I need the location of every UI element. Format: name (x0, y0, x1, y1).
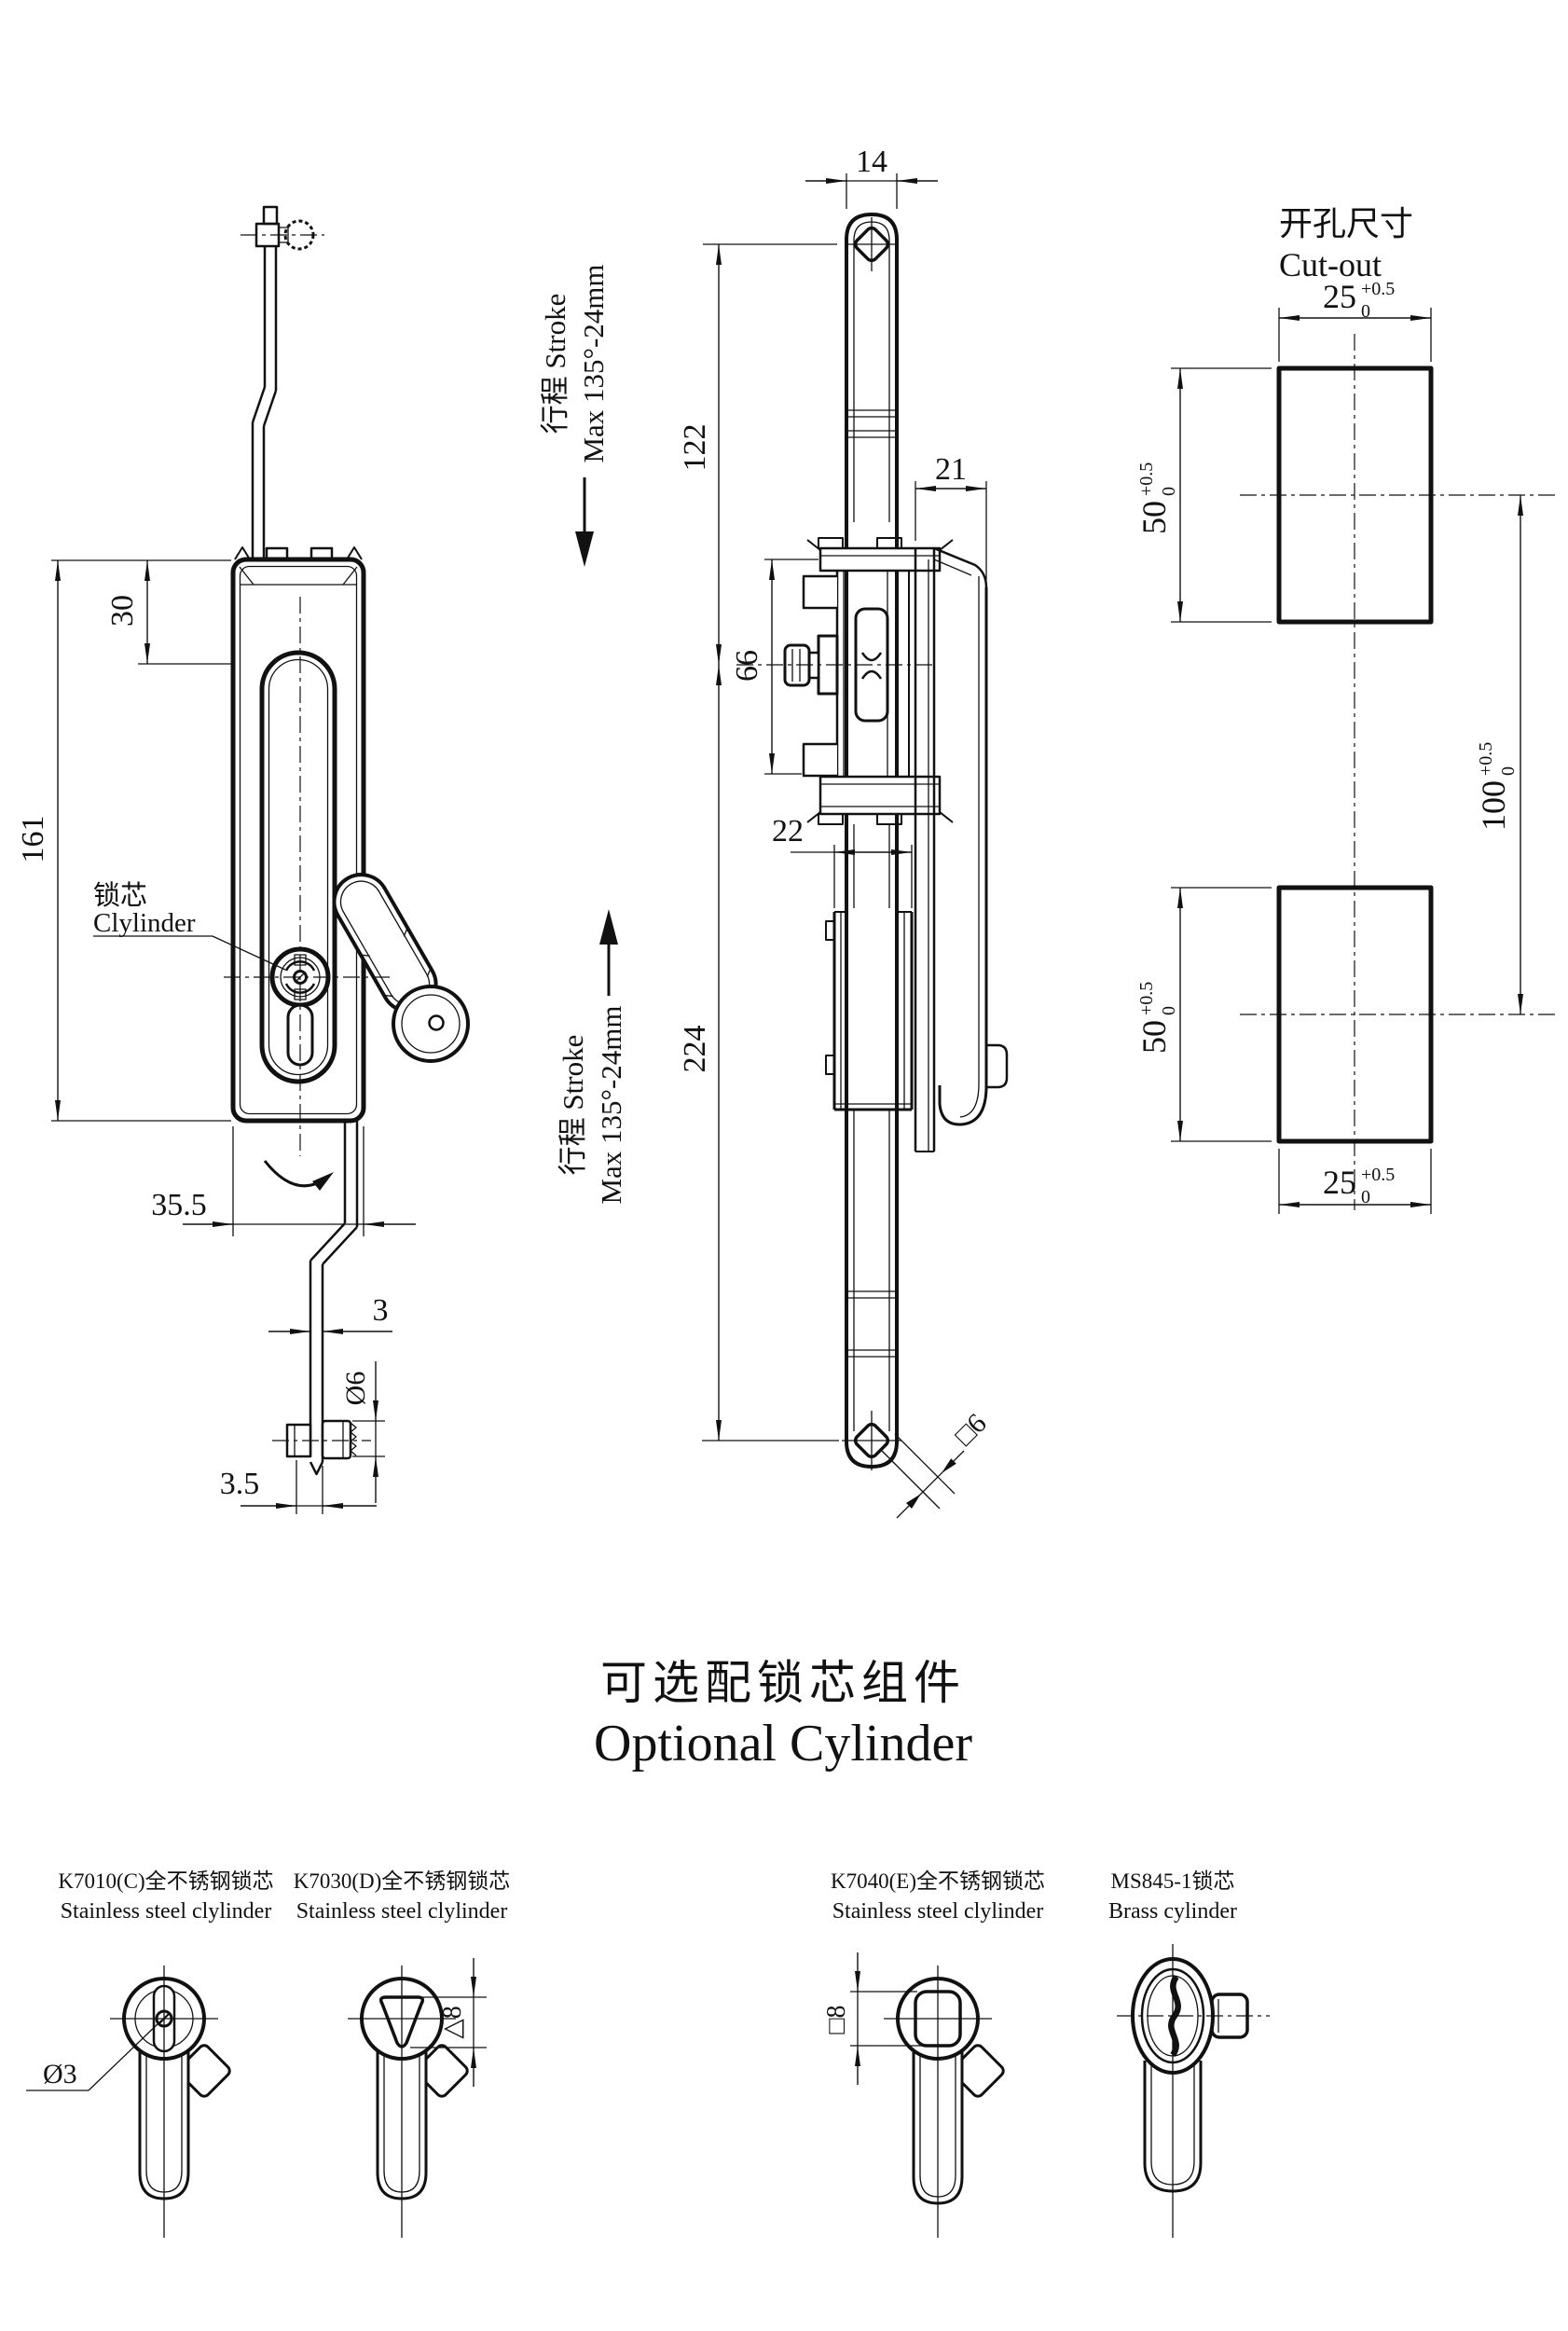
dim-cutout-height-bottom-lower: 0 (1159, 1006, 1179, 1015)
cylinder-k7010: Ø3 (26, 1965, 231, 2238)
dim-224: 224 (678, 1026, 712, 1073)
dim-cutout-height-bottom: 50 +0.5 0 (1135, 982, 1179, 1054)
dim-3-5: 3.5 (220, 1467, 260, 1501)
side-clamp (736, 537, 954, 825)
dim-22: 22 (772, 814, 804, 848)
dim-cutout-width-bottom-upper: +0.5 (1361, 1165, 1395, 1185)
dim-cutout-height-top-value: 50 (1135, 501, 1173, 534)
cylinder-callout: 锁芯 Clylinder (93, 880, 286, 971)
side-top-hole (845, 217, 899, 271)
stroke-note-bottom: 行程 Stroke Max 135°-24mm (557, 909, 627, 1205)
cylinder-label-en: Clylinder (93, 908, 196, 938)
front-upper-rod (251, 246, 278, 559)
cutout-title-en: Cut-out (1279, 246, 1382, 283)
dim-cutout-span-value: 100 (1475, 780, 1512, 831)
dim-66: 66 (730, 650, 764, 682)
cylinder-k7040: □8 (822, 1952, 1005, 2238)
optional-title-en: Optional Cylinder (594, 1715, 972, 1772)
dim-cutout-span-lower: 0 (1498, 766, 1519, 776)
dim-cutout-width-bottom-lower: 0 (1361, 1187, 1370, 1207)
dim-122: 122 (678, 424, 712, 472)
side-latch (914, 546, 1009, 1152)
rotation-arrow (263, 1160, 334, 1191)
dim-cutout-span-upper: +0.5 (1476, 742, 1496, 776)
front-handle (332, 873, 470, 1063)
dim-35-5: 35.5 (151, 1188, 207, 1222)
stroke-note-top-line1: 行程 Stroke (539, 294, 571, 434)
dim-cutout-width-top-lower: 0 (1361, 301, 1370, 322)
dim-square-hole: □6 (949, 1408, 993, 1452)
dim-cutout-height-top-upper: +0.5 (1136, 462, 1157, 496)
stroke-note-bottom-line2: Max 135°-24mm (595, 1005, 627, 1204)
optional-cylinders: 可选配锁芯组件 Optional Cylinder K7010(C)全不锈钢锁芯… (26, 1657, 1270, 2238)
side-housing (825, 911, 914, 1111)
cutout-title-cn: 开孔尺寸 (1279, 205, 1413, 242)
dim-cutout-width-top: 25 +0.5 0 (1323, 278, 1395, 322)
dim-cutout-height-top: 50 +0.5 0 (1135, 462, 1179, 534)
dim-3: 3 (373, 1293, 389, 1328)
stroke-arrow-down (575, 531, 594, 567)
stroke-arrow-up (599, 909, 618, 945)
dim-21: 21 (935, 452, 967, 487)
label-k7040-en: Stainless steel clylinder (832, 1899, 1044, 1924)
dim-cutout-width-bottom-value: 25 (1323, 1164, 1356, 1201)
dim-cutout-width-top-value: 25 (1323, 278, 1356, 315)
cylinder-k7030: △8 (348, 1958, 487, 2238)
note-k7040: □8 (822, 2006, 851, 2034)
side-bottom-hole: □6 (842, 1408, 993, 1519)
dim-14: 14 (856, 145, 887, 179)
optional-title-cn: 可选配锁芯组件 (600, 1657, 966, 1709)
note-k7030: △8 (438, 2006, 467, 2039)
stroke-note-bottom-line1: 行程 Stroke (557, 1035, 589, 1176)
label-ms845-en: Brass cylinder (1108, 1899, 1237, 1924)
cutout-view: 开孔尺寸 Cut-out 25 +0.5 0 50 +0.5 0 100 +0.… (1135, 205, 1555, 1214)
side-rod (845, 213, 899, 1469)
cylinder-label-cn: 锁芯 (93, 880, 147, 911)
note-k7010: Ø3 (43, 2059, 77, 2090)
cylinder-ms845 (1117, 1944, 1270, 2238)
dim-roller-dia: Ø6 (340, 1372, 371, 1406)
side-dimensions: 14 122 224 21 66 22 (678, 145, 987, 1441)
label-k7010-en: Stainless steel clylinder (61, 1899, 272, 1924)
label-ms845-cn: MS845-1锁芯 (1111, 1869, 1235, 1893)
dim-cutout-width-bottom: 25 +0.5 0 (1323, 1164, 1395, 1207)
dim-cutout-span: 100 +0.5 0 (1475, 742, 1519, 831)
front-lower-rod (272, 1121, 371, 1476)
label-k7030-en: Stainless steel clylinder (296, 1899, 508, 1924)
dim-161: 161 (16, 816, 50, 863)
stroke-note-top-line2: Max 135°-24mm (577, 264, 610, 462)
dim-cutout-height-bottom-upper: +0.5 (1136, 982, 1157, 1015)
dim-cutout-height-top-lower: 0 (1159, 487, 1179, 496)
label-k7040-cn: K7040(E)全不锈钢锁芯 (831, 1869, 1045, 1893)
dim-cutout-height-bottom-value: 50 (1135, 1020, 1173, 1054)
front-dimensions: 30 161 35.5 3 Ø6 3.5 (16, 559, 416, 1514)
dim-cutout-width-top-upper: +0.5 (1361, 279, 1395, 299)
side-view: □6 14 122 224 21 66 22 行程 Stroke Max 135… (539, 145, 1009, 1519)
front-top-fitting (241, 205, 324, 251)
label-k7010-cn: K7010(C)全不锈钢锁芯 (58, 1869, 273, 1893)
label-k7030-cn: K7030(D)全不锈钢锁芯 (294, 1869, 511, 1893)
dim-30: 30 (105, 595, 140, 627)
stroke-note-top: 行程 Stroke Max 135°-24mm (539, 264, 610, 567)
front-view: 锁芯 Clylinder 30 161 35 (16, 205, 470, 1514)
